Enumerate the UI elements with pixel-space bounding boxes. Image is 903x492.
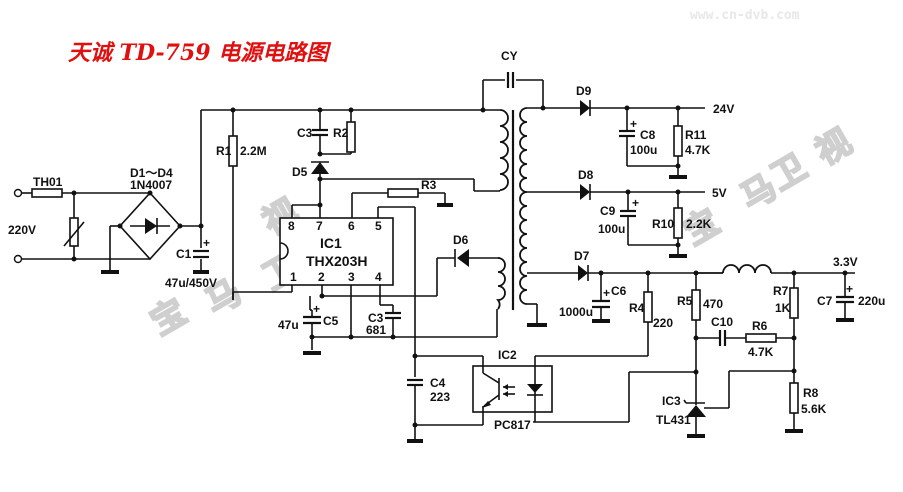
output-5v-label: 5V [712, 186, 727, 200]
svg-text:D5: D5 [292, 165, 308, 179]
svg-text:R11: R11 [685, 128, 707, 142]
svg-text:220u: 220u [858, 294, 885, 308]
schematic-title: 天诚 TD-759 电源电路图 [68, 40, 332, 66]
svg-text:PC817: PC817 [494, 418, 531, 432]
input-terminal-bottom [13, 254, 23, 264]
C1-value: 47u/450V [165, 276, 217, 290]
svg-text:6: 6 [348, 219, 355, 233]
svg-text:R2: R2 [333, 126, 349, 140]
svg-text:+: + [846, 282, 853, 296]
svg-text:D8: D8 [578, 168, 594, 182]
svg-text:C9: C9 [600, 204, 616, 218]
IC1-part: THX203H [306, 253, 367, 269]
svg-text:R7: R7 [773, 284, 789, 298]
svg-text:C6: C6 [611, 284, 627, 298]
bridge-ref: D1～D4 [130, 166, 173, 180]
svg-text:D6: D6 [453, 233, 469, 247]
thermistor-TH01 [31, 188, 63, 198]
svg-text:47u: 47u [278, 318, 299, 332]
svg-text:1000u: 1000u [559, 305, 593, 319]
svg-text:2: 2 [318, 270, 325, 284]
svg-text:+: + [603, 286, 610, 300]
C4: C4 223 [407, 353, 483, 443]
input-terminal-top [13, 188, 23, 198]
svg-text:C10: C10 [711, 315, 733, 329]
svg-text:TL431: TL431 [656, 413, 691, 427]
svg-text:R6: R6 [752, 319, 768, 333]
svg-text:5.6K: 5.6K [801, 402, 827, 416]
C3-bottom-value: 681 [366, 323, 386, 337]
svg-text:D9: D9 [576, 84, 592, 98]
IC1-ref: IC1 [320, 235, 342, 251]
svg-text:100u: 100u [630, 143, 657, 157]
watermark-char: 宝 [144, 292, 193, 344]
bridge-value: 1N4007 [130, 178, 172, 192]
svg-text:R5: R5 [677, 294, 693, 308]
C1-polarity: + [203, 236, 210, 250]
svg-text:1K: 1K [775, 301, 791, 315]
C3-bottom-ref: C3 [368, 311, 384, 325]
input-voltage-label: 220V [8, 223, 36, 237]
svg-text:100u: 100u [598, 222, 625, 236]
transformer: CY [482, 49, 580, 327]
svg-text:R8: R8 [803, 386, 819, 400]
svg-text:C7: C7 [817, 294, 833, 308]
svg-text:C5: C5 [323, 314, 339, 328]
IC3-TL431: IC3 TL431 [656, 394, 706, 438]
svg-text:+: + [630, 117, 637, 131]
svg-text:5: 5 [375, 219, 382, 233]
svg-text:470: 470 [703, 297, 723, 311]
R3: R3 [351, 178, 453, 220]
output-3v3-label: 3.3V [833, 255, 858, 269]
varistor [69, 217, 79, 247]
bridge-diode-symbol [145, 218, 157, 234]
svg-text:R3: R3 [421, 178, 437, 192]
IC2-PC817: IC2 PC817 [472, 348, 553, 432]
output-3v3: D7 + C6 1000u R4 220 3.3V + [533, 249, 885, 433]
svg-text:1: 1 [290, 270, 297, 284]
thermistor-label: TH01 [33, 175, 63, 189]
svg-text:R1: R1 [216, 144, 232, 158]
inductor-L [722, 264, 772, 274]
D6-aux-winding: D6 [453, 233, 506, 310]
svg-text:8: 8 [288, 219, 295, 233]
output-5v: D8 + C9 100u R10 2.2K 5V [578, 168, 727, 258]
svg-text:4.7K: 4.7K [685, 143, 711, 157]
svg-text:4: 4 [375, 270, 382, 284]
C1-ref: C1 [176, 247, 192, 261]
svg-text:2.2K: 2.2K [686, 217, 712, 231]
bridge-rectifier [118, 191, 182, 261]
IC1-THX203H: 8 7 6 5 1 2 3 4 IC1 THX203H C3 681 [232, 202, 455, 377]
R1: R1 2.2M [216, 110, 267, 300]
svg-text:7: 7 [316, 219, 323, 233]
svg-text:R10: R10 [652, 217, 674, 231]
input-section: 220V TH01 D1～D4 1N4007 + C1 [8, 110, 217, 290]
svg-text:3: 3 [348, 270, 355, 284]
CY-ref: CY [501, 49, 518, 63]
svg-text:220: 220 [653, 316, 673, 330]
svg-text:C3: C3 [297, 126, 313, 140]
svg-text:D7: D7 [574, 249, 590, 263]
svg-text:C4: C4 [430, 376, 446, 390]
svg-text:R4: R4 [629, 301, 645, 315]
output-24v-label: 24V [713, 102, 734, 116]
svg-text:IC3: IC3 [662, 394, 681, 408]
svg-text:+: + [313, 302, 320, 316]
svg-text:223: 223 [430, 390, 450, 404]
output-24v: D9 + C8 100u R11 4.7K 24V [576, 84, 734, 179]
C5: + 47u C5 [278, 302, 498, 355]
svg-text:2.2M: 2.2M [240, 144, 267, 158]
svg-text:IC2: IC2 [498, 348, 517, 362]
svg-text:+: + [632, 196, 639, 210]
watermark-char: 视 [809, 122, 858, 174]
snubber-C3-R2-D5: C3 R2 D5 [292, 110, 500, 205]
svg-text:4.7K: 4.7K [748, 345, 774, 359]
watermark-url: www.cn-dvb.com [690, 8, 800, 23]
svg-text:C8: C8 [640, 128, 656, 142]
